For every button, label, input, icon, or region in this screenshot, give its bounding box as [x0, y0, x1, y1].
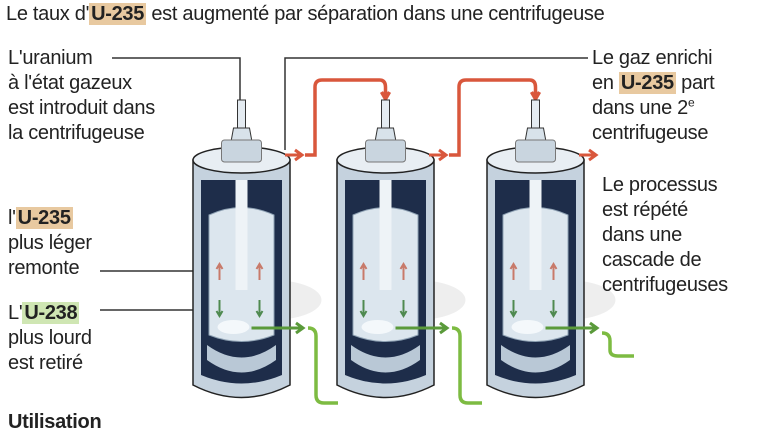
centrifuge — [486, 99, 634, 399]
rotor-shaft — [529, 180, 542, 290]
base-plate — [351, 345, 420, 373]
enriched-outlet-arrow — [579, 148, 599, 162]
u238-label: L'U-238 plus lourd est retiré — [8, 302, 92, 374]
section-heading-utilisation: Utilisation — [8, 411, 102, 433]
u238-down-arrow — [509, 300, 518, 318]
u235-up-arrow — [399, 262, 408, 280]
depleted-outlet-arrow — [395, 321, 450, 335]
u238-down-arrow — [549, 300, 558, 318]
u235-up-arrow — [549, 262, 558, 280]
u238-down-arrow — [215, 300, 224, 318]
u235-up-arrow — [255, 262, 264, 280]
enriched-transfer-pipe — [449, 78, 542, 157]
leader-line-intake — [112, 57, 241, 100]
rotor-shaft — [235, 180, 248, 290]
centrifuge — [192, 78, 392, 405]
enriched-outlet-arrow — [429, 148, 449, 162]
collector-disk — [217, 320, 250, 334]
top-hub — [365, 139, 406, 163]
depleted-outlet-arrow — [545, 321, 600, 335]
page-title: Le taux d'U-235 est augmenté par séparat… — [6, 3, 605, 25]
collector-disk — [361, 320, 394, 334]
enriched-transfer-pipe — [305, 78, 392, 157]
centrifuge — [336, 78, 542, 405]
collector-disk — [511, 320, 544, 334]
top-hub — [221, 139, 262, 163]
base-plate — [501, 345, 570, 373]
enriched-gas-label: Le gaz enrichi en U-235 part dans une 2e… — [592, 47, 715, 144]
inlet-nozzle — [237, 99, 246, 131]
depleted-outlet-arrow — [251, 321, 306, 335]
depleted-pipe — [601, 331, 634, 358]
inlet-nozzle — [531, 99, 540, 131]
top-hub — [515, 139, 556, 163]
rotor-shaft — [379, 180, 392, 290]
enriched-outlet-arrow — [285, 148, 305, 162]
depleted-pipe — [451, 326, 482, 405]
leader-line-enriched — [284, 57, 588, 150]
u235-up-arrow — [215, 262, 224, 280]
u238-down-arrow — [399, 300, 408, 318]
u235-label: l'U-235 plus léger remonte — [8, 207, 92, 279]
process-repeated-label: Le processus est répété dans une cascade… — [602, 174, 728, 296]
u235-up-arrow — [359, 262, 368, 280]
inlet-nozzle — [381, 99, 390, 131]
base-plate — [207, 345, 276, 373]
uranium-intake-label: L'uranium à l'état gazeux est introduit … — [8, 47, 155, 144]
depleted-pipe — [307, 326, 338, 405]
u238-down-arrow — [255, 300, 264, 318]
u235-up-arrow — [509, 262, 518, 280]
u238-down-arrow — [359, 300, 368, 318]
